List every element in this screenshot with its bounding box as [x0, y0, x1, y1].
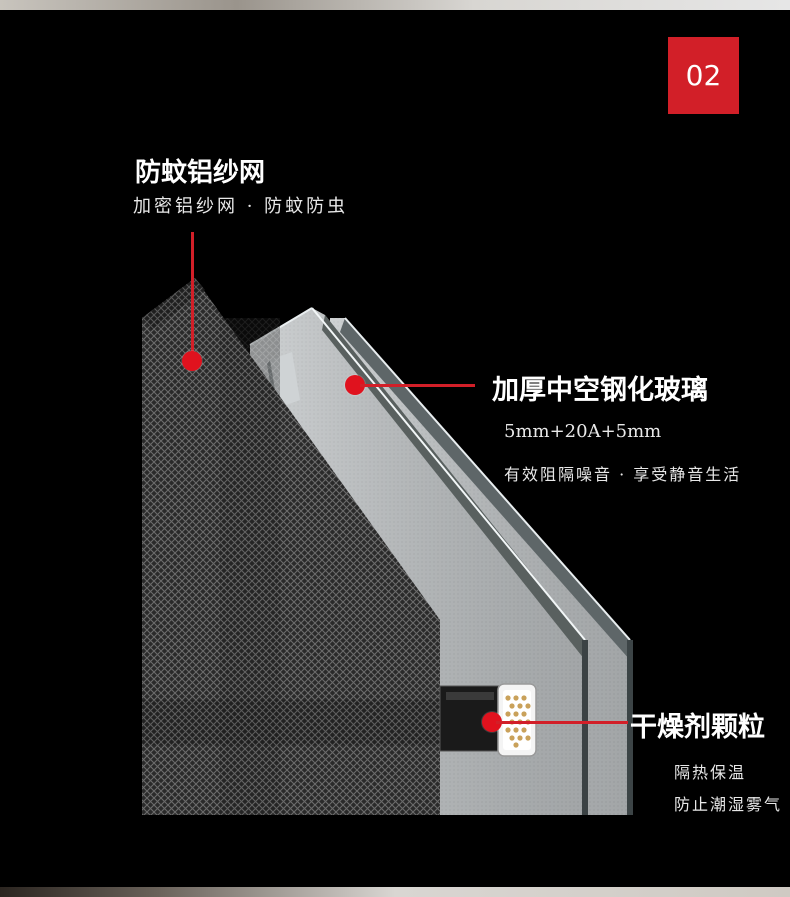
desiccant-cartridge	[497, 683, 537, 757]
section-number-badge: 02	[668, 37, 739, 114]
screen-marker-dot	[182, 351, 202, 371]
screen-leader-line	[191, 232, 194, 362]
glass-callout-subtitle: 有效阻隔噪音 · 享受静音生活	[504, 465, 742, 484]
section-number: 02	[685, 59, 722, 92]
desiccant-marker-dot	[482, 712, 502, 732]
desiccant-callout-line2: 防止潮湿雾气	[674, 795, 783, 814]
bottom-photo-strip	[0, 887, 790, 897]
aluminum-screen-mesh	[142, 278, 442, 815]
glass-marker-dot	[345, 375, 365, 395]
glass-callout-spec: 5mm+20A+5mm	[504, 421, 662, 442]
desiccant-callout-line1: 隔热保温	[674, 763, 747, 782]
glass-callout-title: 加厚中空钢化玻璃	[492, 375, 708, 406]
screen-callout-subtitle: 加密铝纱网 · 防蚊防虫	[133, 196, 349, 217]
desiccant-callout-title: 干燥剂颗粒	[630, 712, 765, 743]
screen-callout-title: 防蚊铝纱网	[135, 158, 266, 188]
desiccant-leader-line	[496, 721, 628, 724]
top-photo-strip	[0, 0, 790, 10]
glass-leader-line	[360, 384, 475, 387]
